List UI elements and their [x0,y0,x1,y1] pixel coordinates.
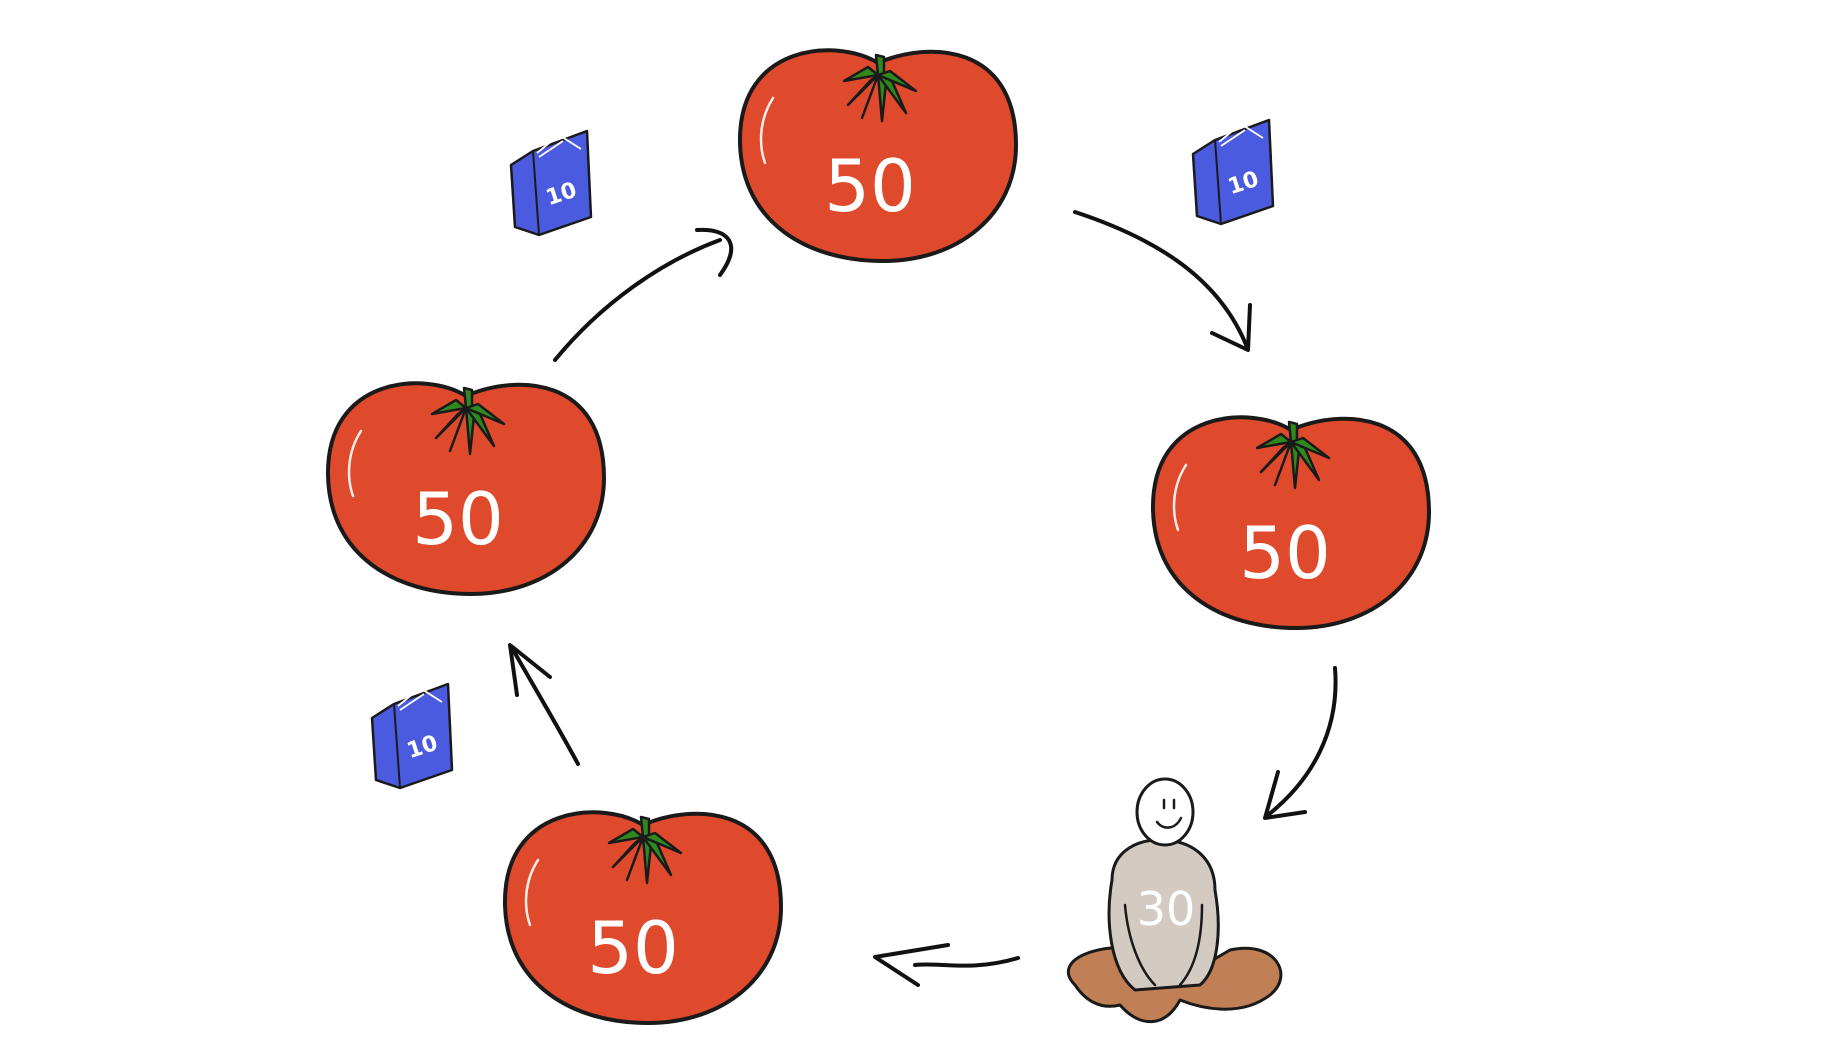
tomato-label: 50 [587,906,679,990]
arrow-icon [913,956,1020,968]
tomato-label: 50 [824,144,916,228]
book-top-right: 10 [1191,118,1275,226]
arrow-icon [553,238,722,362]
arrow-icon [1266,666,1338,817]
tomato-left: 50 [325,381,606,596]
book-top-left: 10 [509,129,593,237]
person-figure: 30 [1066,777,1283,1024]
book-icon [1191,118,1275,226]
arrow-left-to-top [553,227,733,362]
tomato-bottom: 50 [502,810,783,1025]
arrow-icon [510,646,580,766]
person-icon [1066,777,1283,1024]
tomato-label: 50 [412,477,504,561]
tomato-right: 50 [1150,415,1431,630]
tomato-top: 50 [737,48,1018,264]
book-bottom-left: 10 [370,682,454,790]
arrow-top-to-right [1073,210,1252,352]
arrow-person-to-bottom [873,943,1020,987]
tomato-label: 50 [1239,511,1331,595]
book-icon [509,129,593,237]
person-label: 30 [1137,882,1196,936]
book-icon [370,682,454,790]
arrow-icon [1073,210,1249,349]
arrow-bottom-to-left [508,643,580,766]
arrow-right-to-person [1263,666,1338,820]
